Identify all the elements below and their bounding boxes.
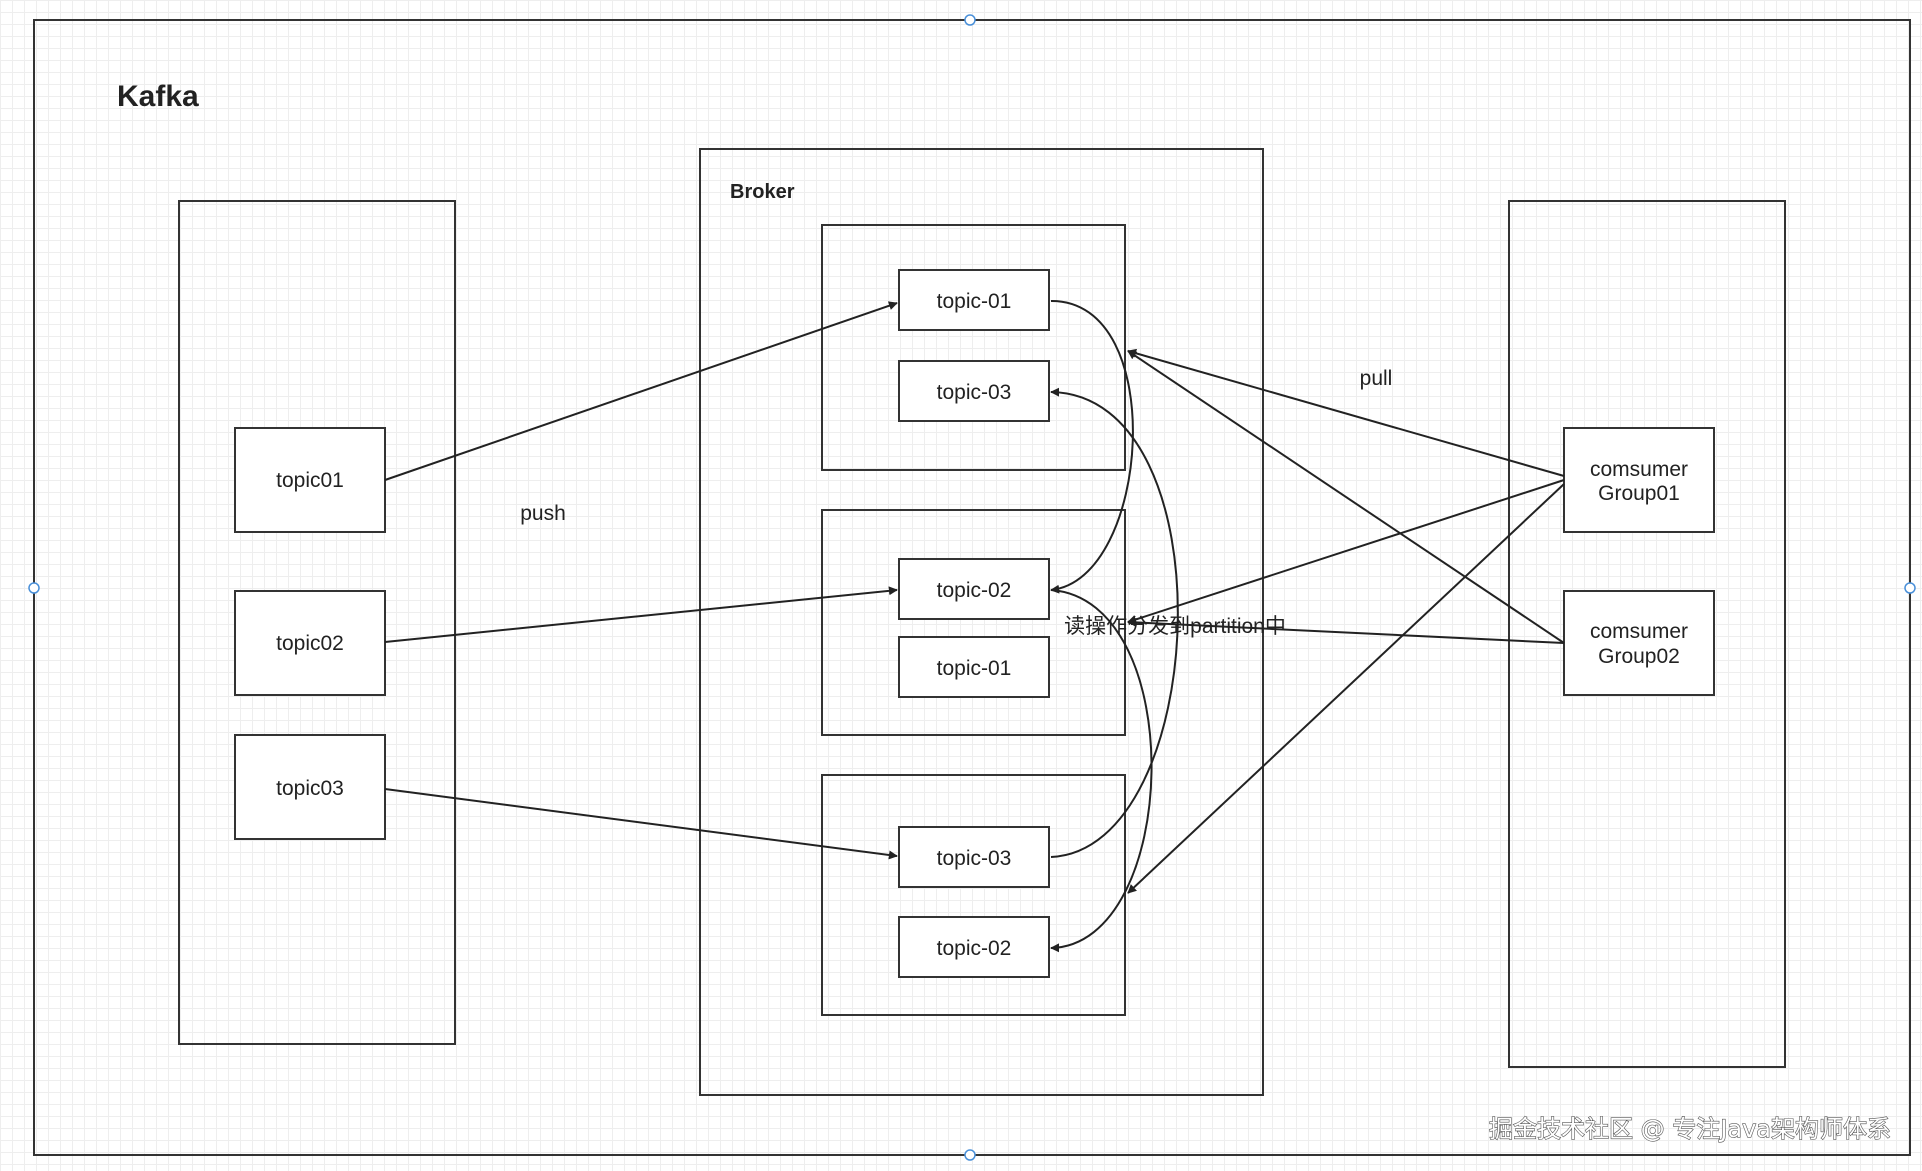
producer-node-topic02[interactable]: topic02 [234, 590, 386, 696]
broker-topic-node-2b[interactable]: topic-01 [898, 636, 1050, 698]
broker-topic-label: topic-01 [937, 290, 1012, 313]
pull-edge-group01-to-box1[interactable] [1127, 348, 1565, 477]
pull-edge-group01-to-box3[interactable] [1127, 483, 1565, 894]
producer-node-topic03[interactable]: topic03 [234, 734, 386, 840]
selection-handle-left[interactable] [28, 582, 40, 594]
broker-topic-node-2a[interactable]: topic-02 [898, 558, 1050, 620]
partition-box-1[interactable] [821, 224, 1126, 471]
replication-edge-1-to-2[interactable] [1050, 299, 1134, 594]
broker-topic-node-1b[interactable]: topic-03 [898, 360, 1050, 422]
producer-node-label: topic03 [276, 777, 344, 800]
producer-node-label: topic01 [276, 469, 344, 492]
selection-handle-bottom[interactable] [964, 1149, 976, 1161]
selection-handle-right[interactable] [1904, 582, 1916, 594]
dispatch-edge-label: 读操作分发到partition中 [1064, 615, 1286, 638]
push-edge-topic02[interactable] [384, 586, 898, 643]
consumer-node-label-line2: Group01 [1598, 482, 1680, 505]
replication-edge-2-to-3[interactable] [1050, 589, 1153, 953]
diagram-title: Kafka [117, 80, 199, 113]
broker-topic-label: topic-02 [937, 937, 1012, 960]
broker-container[interactable] [699, 148, 1264, 1096]
broker-topic-label: topic-03 [937, 847, 1012, 870]
push-edge-topic03[interactable] [384, 788, 898, 860]
broker-topic-label: topic-01 [937, 657, 1012, 680]
pull-edge-group01-to-box2[interactable] [1127, 479, 1565, 624]
selection-handle-top[interactable] [964, 14, 976, 26]
consumer-container[interactable] [1508, 200, 1786, 1068]
broker-topic-node-1a[interactable]: topic-01 [898, 269, 1050, 331]
producer-node-topic01[interactable]: topic01 [234, 427, 386, 533]
consumer-node-label-line1: comsumer [1590, 620, 1688, 643]
watermark-text: 掘金技术社区 @ 专注Java架构师体系 [1489, 1115, 1891, 1143]
pull-edge-group02-to-box1[interactable] [1127, 350, 1565, 644]
consumer-node-label-line1: comsumer [1590, 458, 1688, 481]
consumer-node-group02[interactable]: comsumer Group02 [1563, 590, 1715, 696]
producer-container[interactable] [178, 200, 456, 1045]
broker-topic-label: topic-03 [937, 381, 1012, 404]
producer-node-label: topic02 [276, 632, 344, 655]
consumer-node-label-line2: Group02 [1598, 645, 1680, 668]
pull-edge-group02-to-box2[interactable] [1127, 617, 1565, 644]
push-edge-label: push [520, 502, 566, 525]
broker-topic-label: topic-02 [937, 579, 1012, 602]
partition-box-3[interactable] [821, 774, 1126, 1016]
replication-edge-3-to-1[interactable] [1050, 387, 1179, 858]
broker-topic-node-3a[interactable]: topic-03 [898, 826, 1050, 888]
broker-label: Broker [730, 181, 795, 203]
push-edge-topic01[interactable] [384, 301, 898, 481]
broker-topic-node-3b[interactable]: topic-02 [898, 916, 1050, 978]
pull-edge-label: pull [1360, 367, 1393, 390]
partition-box-2[interactable] [821, 509, 1126, 736]
consumer-node-group01[interactable]: comsumer Group01 [1563, 427, 1715, 533]
